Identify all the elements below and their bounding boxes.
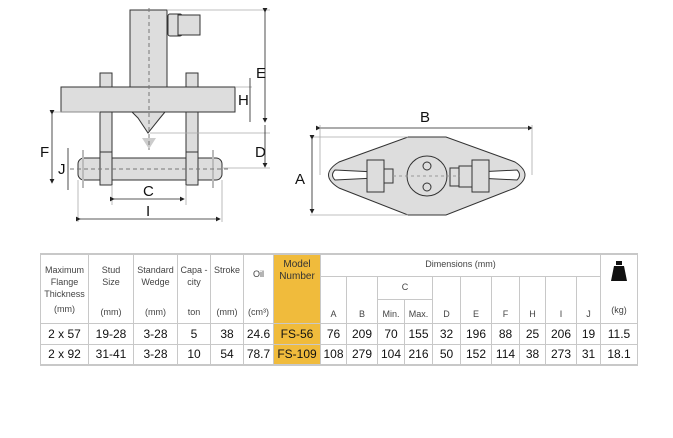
dim-label-a: A bbox=[295, 171, 305, 188]
cell-wedge: 3-28 bbox=[133, 322, 178, 345]
header-dim-c-min: Min. bbox=[377, 298, 405, 324]
cell-b: 209 bbox=[346, 322, 378, 345]
cell-oil: 24.6 bbox=[243, 322, 274, 345]
technical-drawings: E H F J D C I B A bbox=[40, 8, 533, 222]
cell-model: FS-56 bbox=[273, 322, 321, 345]
cell-h: 25 bbox=[519, 322, 546, 345]
cell-f: 114 bbox=[491, 343, 520, 366]
cell-c-min: 104 bbox=[377, 343, 405, 366]
cell-e: 196 bbox=[460, 322, 492, 345]
cell-flange: 2 x 57 bbox=[40, 322, 89, 345]
cell-b: 279 bbox=[346, 343, 378, 366]
cell-stud: 19-28 bbox=[88, 322, 134, 345]
header-dim-e: E bbox=[460, 275, 492, 324]
cell-c-min: 70 bbox=[377, 322, 405, 345]
table-row: 2 x 57 19-28 3-28 5 38 24.6 FS-56 76 209… bbox=[40, 322, 638, 345]
header-dim-c: C bbox=[377, 275, 433, 300]
dim-label-f: F bbox=[40, 144, 49, 161]
weight-icon bbox=[611, 261, 627, 281]
cell-capacity: 5 bbox=[177, 322, 211, 345]
header-stroke: Stroke(mm) bbox=[210, 253, 244, 324]
dim-label-d: D bbox=[255, 144, 266, 161]
cell-weight: 18.1 bbox=[600, 343, 638, 366]
header-dim-i: I bbox=[545, 275, 577, 324]
cell-stroke: 38 bbox=[210, 322, 244, 345]
header-oil: Oil(cm³) bbox=[243, 253, 274, 324]
dim-label-j: J bbox=[58, 161, 66, 178]
cell-wedge: 3-28 bbox=[133, 343, 178, 366]
header-dim-f: F bbox=[491, 275, 520, 324]
top-view-drawing bbox=[328, 136, 526, 216]
cell-d: 32 bbox=[432, 322, 461, 345]
header-dim-d: D bbox=[432, 275, 461, 324]
cell-e: 152 bbox=[460, 343, 492, 366]
dim-label-b: B bbox=[420, 109, 430, 126]
header-stud: Stud Size(mm) bbox=[88, 253, 134, 324]
dim-label-e: E bbox=[256, 65, 266, 82]
cell-flange: 2 x 92 bbox=[40, 343, 89, 366]
table-row: 2 x 92 31-41 3-28 10 54 78.7 FS-109 108 … bbox=[40, 343, 638, 366]
cell-j: 31 bbox=[576, 343, 601, 366]
cell-c-max: 216 bbox=[404, 343, 433, 366]
header-dim-h: H bbox=[519, 275, 546, 324]
spec-table: Maximum Flange Thickness(mm) Stud Size(m… bbox=[40, 253, 638, 366]
header-wedge: Standard Wedge(mm) bbox=[133, 253, 178, 324]
cell-stud: 31-41 bbox=[88, 343, 134, 366]
dim-label-h: H bbox=[238, 92, 249, 109]
weight-unit: (kg) bbox=[611, 305, 627, 315]
cell-i: 206 bbox=[545, 322, 577, 345]
cell-h: 38 bbox=[519, 343, 546, 366]
header-dim-a: A bbox=[320, 275, 347, 324]
header-dim-c-max: Max. bbox=[404, 298, 433, 324]
cell-a: 108 bbox=[320, 343, 347, 366]
cell-stroke: 54 bbox=[210, 343, 244, 366]
cell-model: FS-109 bbox=[273, 343, 321, 366]
dim-label-i: I bbox=[146, 203, 150, 220]
cell-f: 88 bbox=[491, 322, 520, 345]
dim-label-c: C bbox=[143, 183, 154, 200]
header-flange: Maximum Flange Thickness(mm) bbox=[40, 253, 89, 324]
header-dim-j: J bbox=[576, 275, 601, 324]
cell-capacity: 10 bbox=[177, 343, 211, 366]
cell-a: 76 bbox=[320, 322, 347, 345]
cell-c-max: 155 bbox=[404, 322, 433, 345]
cell-weight: 11.5 bbox=[600, 322, 638, 345]
header-dimensions: Dimensions (mm) bbox=[320, 253, 601, 277]
cell-d: 50 bbox=[432, 343, 461, 366]
header-weight: (kg) bbox=[600, 253, 638, 324]
header-model-number: Model Number bbox=[273, 253, 321, 324]
header-dim-b: B bbox=[346, 275, 378, 324]
top-view-dimensions bbox=[309, 125, 533, 216]
cell-j: 19 bbox=[576, 322, 601, 345]
front-view-drawing bbox=[60, 8, 236, 188]
cell-i: 273 bbox=[545, 343, 577, 366]
front-view-dimensions bbox=[49, 8, 270, 222]
cell-oil: 78.7 bbox=[243, 343, 274, 366]
